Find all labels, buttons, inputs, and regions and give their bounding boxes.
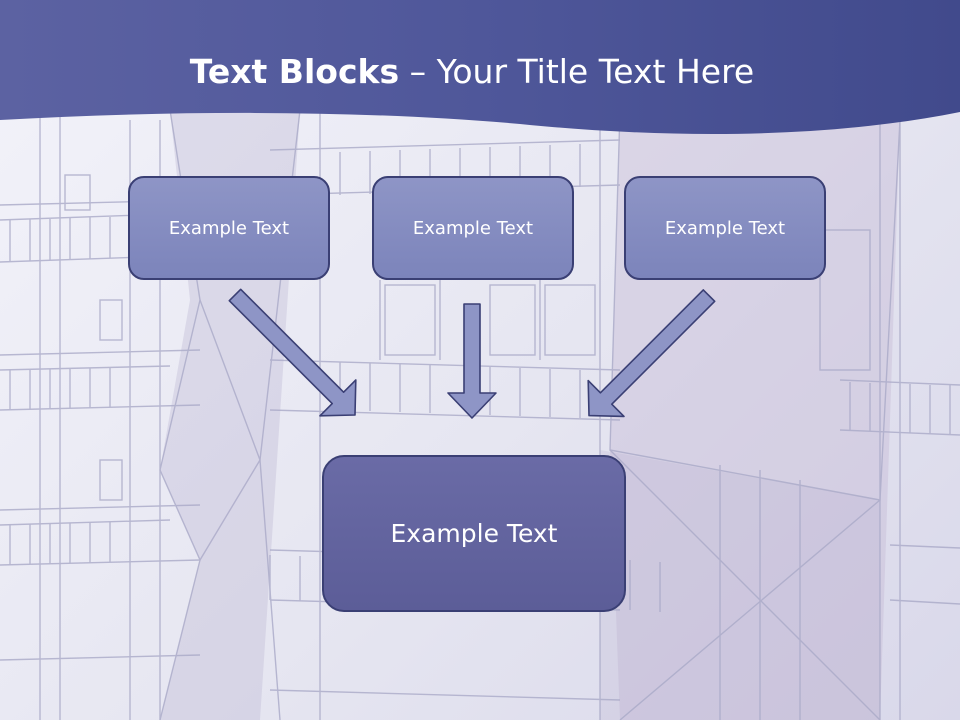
text-block-3: Example Text [624, 176, 826, 280]
main-text-block: Example Text [322, 455, 626, 612]
arrow-down-right [228, 288, 357, 417]
title-rest: Your Title Text Here [436, 52, 755, 91]
arrow-down-left [587, 289, 716, 418]
text-block-2: Example Text [372, 176, 574, 280]
arrow-down [447, 303, 497, 419]
title-bold-part: Text Blocks [189, 52, 400, 91]
header-band [0, 0, 960, 134]
title-dash: – [399, 52, 437, 91]
text-block-1: Example Text [128, 176, 330, 280]
slide-title: Text Blocks – Your Title Text Here [0, 52, 944, 91]
